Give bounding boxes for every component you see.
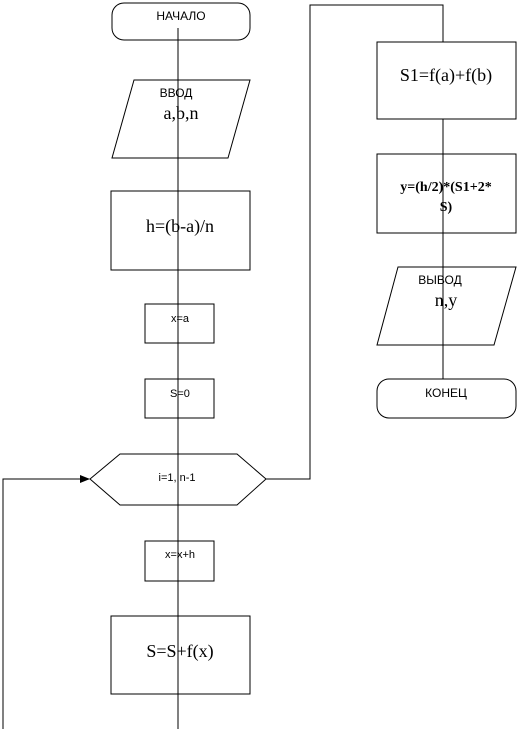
s1-formula: S1=f(a)+f(b) bbox=[400, 65, 492, 86]
loop-label: i=1, n-1 bbox=[159, 472, 196, 484]
loop-exit-connector bbox=[266, 4, 444, 480]
compute-y-box bbox=[376, 153, 517, 234]
output-parallelogram bbox=[376, 266, 517, 346]
h-formula: h=(b-a)/n bbox=[146, 216, 214, 237]
increment-x-box bbox=[144, 540, 215, 582]
output-label: ВЫВОД bbox=[418, 273, 461, 287]
init-s-box bbox=[144, 378, 215, 419]
accumulate-s-box bbox=[110, 615, 251, 695]
compute-s1-box bbox=[376, 41, 517, 120]
input-vars: a,b,n bbox=[164, 103, 199, 123]
s-accumulate-label: S=S+f(x) bbox=[146, 641, 213, 662]
init-x-box bbox=[144, 303, 215, 344]
x-init-label: x=a bbox=[171, 313, 190, 325]
start-label: НАЧАЛО bbox=[156, 9, 205, 23]
end-terminator bbox=[376, 378, 517, 419]
loop-back-arrow bbox=[2, 475, 90, 729]
start-terminator bbox=[111, 2, 251, 41]
input-parallelogram bbox=[111, 79, 251, 159]
y-formula-line1: y=(h/2)*(S1+2* bbox=[400, 180, 491, 195]
y-formula-line2: S) bbox=[440, 200, 453, 215]
end-label: КОНЕЦ bbox=[425, 386, 467, 400]
s-init-label: S=0 bbox=[170, 388, 190, 400]
output-vars: n,y bbox=[435, 290, 458, 310]
input-label: ВВОД bbox=[160, 86, 193, 100]
compute-h-box bbox=[110, 190, 251, 271]
x-increment-label: x=x+h bbox=[165, 549, 195, 561]
